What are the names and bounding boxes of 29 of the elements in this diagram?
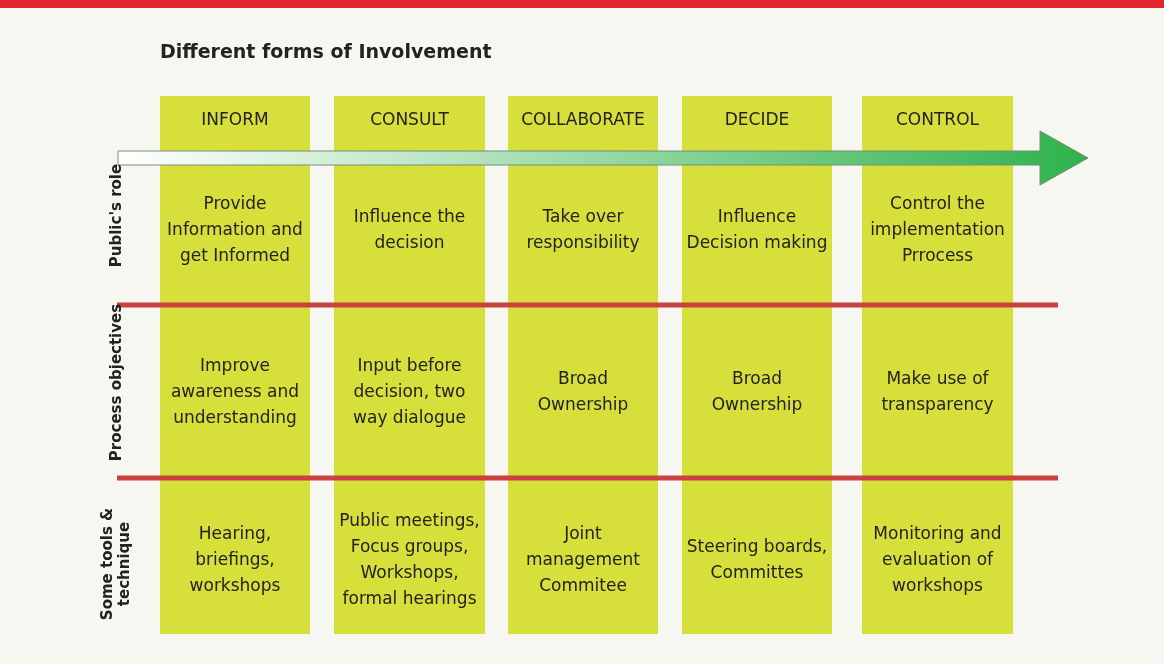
row-label: Some tools & technique	[99, 506, 133, 623]
column-band	[862, 96, 1013, 634]
cell-text: Hearing, briefings, workshops	[188, 522, 282, 597]
column-header: CONSULT	[369, 109, 450, 129]
diagram-title: Different forms of Involvement	[160, 40, 492, 62]
cell-text: Control the implementation Prrocess	[869, 192, 1006, 267]
column-band	[682, 96, 832, 634]
column-header: INFORM	[200, 109, 270, 129]
cell-text: Broad Ownership	[710, 367, 804, 416]
cell-text: Influence Decision making	[686, 205, 828, 254]
cell-text: Broad Ownership	[536, 367, 630, 416]
cell-text: Take over responsibility	[525, 205, 641, 254]
column-band	[508, 96, 658, 634]
cell-text: Influence the decision	[352, 205, 467, 254]
cell-text: Input before decision, two way dialogue	[352, 354, 467, 429]
cell-text: Monitoring and evaluation of workshops	[872, 522, 1003, 597]
cell-text: Make use of transparency	[880, 367, 995, 416]
column-band	[334, 96, 485, 634]
column-header: CONTROL	[895, 109, 980, 129]
column-header: COLLABORATE	[520, 109, 646, 129]
cell-text: Improve awareness and understanding	[169, 354, 301, 429]
row-label: Public's role	[107, 162, 125, 270]
column-header: DECIDE	[723, 109, 791, 129]
cell-text: Joint management Commitee	[525, 522, 641, 597]
cell-text: Steering boards, Committes	[686, 535, 828, 584]
row-label: Process objectives	[107, 302, 125, 463]
column-band	[160, 96, 310, 634]
cell-text: Provide Information and get Informed	[166, 192, 304, 267]
cell-text: Public meetings, Focus groups, Workshops, formal hearings	[338, 509, 481, 610]
